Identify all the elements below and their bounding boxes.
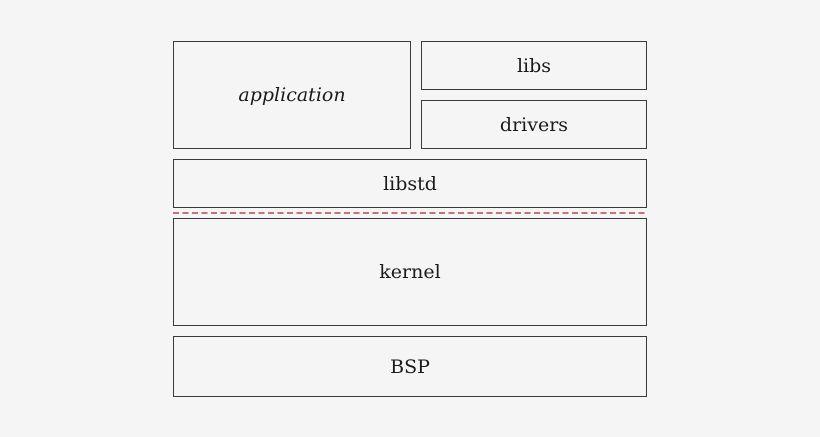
application-layer-label: application <box>238 84 346 106</box>
drivers-layer-block: drivers <box>421 100 647 149</box>
libs-layer-block: libs <box>421 41 647 90</box>
libs-layer-label: libs <box>516 54 552 77</box>
kernel-layer-block: kernel <box>173 218 647 326</box>
libstd-layer-label: libstd <box>383 172 437 195</box>
drivers-layer-label: drivers <box>499 113 569 136</box>
libstd-layer-block: libstd <box>173 159 647 208</box>
kernel-layer-label: kernel <box>379 261 441 283</box>
bsp-layer-block: BSP <box>173 336 647 397</box>
application-layer-block: application <box>173 41 411 149</box>
bsp-layer-label: BSP <box>390 355 430 378</box>
